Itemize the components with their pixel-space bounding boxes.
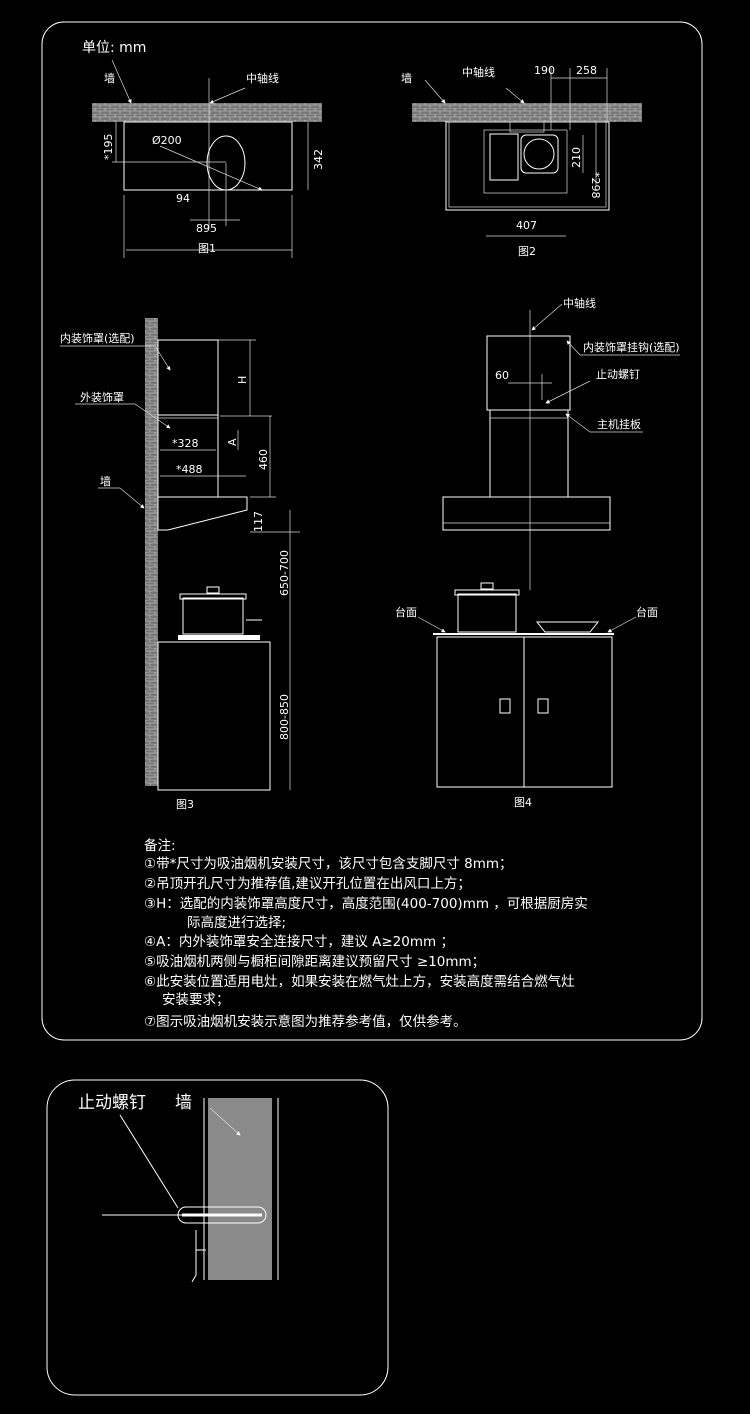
dim-328: *328 xyxy=(172,437,199,450)
note-6: ⑥此安装位置适用电灶，如果安装在燃气灶上方，安装高度需结合燃气灶 xyxy=(144,973,575,990)
axis-label: 中轴线 xyxy=(462,65,495,79)
figure-2-caption: 图2 xyxy=(518,245,536,258)
dim-342: 342 xyxy=(312,149,325,170)
dim-460: 460 xyxy=(257,449,270,470)
wall-label: 墙 xyxy=(175,1093,192,1113)
hood-top-view xyxy=(123,121,293,191)
counter-right-label: 台面 xyxy=(636,605,658,619)
screw-label: 止动螺钉 xyxy=(78,1093,146,1113)
main-frame xyxy=(41,21,703,1041)
dim-258: 258 xyxy=(576,64,597,77)
dim-A: A xyxy=(226,438,239,446)
dim-60: 60 xyxy=(495,369,509,382)
note-3-cont: 际高度进行选择; xyxy=(187,914,286,931)
notes: 备注: ①带*尺寸为吸油烟机安装尺寸，该尺寸包含支脚尺寸 8mm； ②吊顶开孔尺… xyxy=(144,837,588,1030)
figure-4: 中轴线 内装饰罩挂钩(选配) 止动螺钉 主机挂板 60 台面 台面 图4 xyxy=(395,296,680,809)
wall-label: 墙 xyxy=(100,474,111,488)
note-3: ③H：选配的内装饰罩高度尺寸，高度范围(400-700)mm ，可根据厨房实 xyxy=(144,895,588,912)
axis-label: 中轴线 xyxy=(563,296,596,310)
hook-label: 内装饰罩挂钩(选配) xyxy=(583,340,680,354)
dim-117: 117 xyxy=(252,511,265,532)
outer-cover xyxy=(157,414,219,498)
outer-cover xyxy=(489,409,569,498)
wall-brick xyxy=(145,318,158,786)
outer-cover-label: 外装饰罩 xyxy=(80,390,124,404)
note-7: ⑦图示吸油烟机安装示意图为推荐参考值，仅供参考。 xyxy=(144,1013,467,1030)
dim-94: 94 xyxy=(176,192,190,205)
screw-label: 止动螺钉 xyxy=(596,368,640,381)
unit-label: 单位: mm xyxy=(82,40,146,56)
dim-298: *298 xyxy=(589,172,602,199)
dim-650-700: 650-700 xyxy=(278,550,291,596)
note-5: ⑤吸油烟机两侧与橱柜间隙距离建议预留尺寸 ≥10mm； xyxy=(144,953,485,970)
dim-210: 210 xyxy=(570,147,583,168)
wall-brick xyxy=(412,103,642,122)
figure-1: 墙 中轴线 Ø200 *195 342 94 895 图1 xyxy=(92,59,325,258)
axis-label: 中轴线 xyxy=(246,71,279,85)
inner-cover xyxy=(157,339,219,416)
motor-box xyxy=(489,133,519,181)
screw-icon xyxy=(177,1206,267,1224)
wall-brick xyxy=(92,103,322,122)
dim-407: 407 xyxy=(516,219,537,232)
wall-section xyxy=(208,1098,272,1280)
hood-front xyxy=(442,496,611,531)
pot-icon xyxy=(179,586,262,635)
cabinet-handle xyxy=(499,698,511,714)
figure-4-caption: 图4 xyxy=(514,796,532,809)
detail-frame xyxy=(46,1079,389,1396)
note-4: ④A：内外装饰罩安全连接尺寸，建议 A≥20mm ； xyxy=(144,933,454,950)
cooktop xyxy=(178,635,260,640)
wall-label: 墙 xyxy=(401,71,412,85)
figure-3-caption: 图3 xyxy=(176,798,194,811)
dim-488: *488 xyxy=(176,463,203,476)
figure-3: 内装饰罩(选配) 外装饰罩 墙 H A 460 117 650-700 800-… xyxy=(60,318,300,811)
hood-side xyxy=(157,496,248,531)
inner-cover-label: 内装饰罩(选配) xyxy=(60,331,135,345)
diameter-label: Ø200 xyxy=(152,134,182,147)
screw-detail: 止动螺钉 墙 xyxy=(46,1079,389,1396)
note-2: ②吊顶开孔尺寸为推荐值,建议开孔位置在出风口上方； xyxy=(144,876,471,892)
dim-195: *195 xyxy=(102,134,115,161)
cabinet-handle xyxy=(537,698,549,714)
dim-H: H xyxy=(236,376,249,384)
wall-label: 墙 xyxy=(104,71,115,85)
plate-label: 主机挂板 xyxy=(597,417,641,431)
note-1: ①带*尺寸为吸油烟机安装尺寸，该尺寸包含支脚尺寸 8mm； xyxy=(144,856,513,872)
fan-outlet xyxy=(520,134,559,174)
counter-left-label: 台面 xyxy=(395,605,417,619)
figure-1-caption: 图1 xyxy=(198,242,216,255)
wok-icon xyxy=(535,621,600,633)
figure-2: 墙 中轴线 190 258 210 *298 407 图2 xyxy=(401,64,642,258)
note-6-cont: 安装要求； xyxy=(162,992,230,1008)
notes-title: 备注: xyxy=(144,837,176,854)
dim-190: 190 xyxy=(534,64,555,77)
dim-895: 895 xyxy=(196,222,217,235)
cabinet xyxy=(157,641,271,791)
pot-icon xyxy=(454,582,520,633)
dim-800-850: 800-850 xyxy=(278,694,291,740)
